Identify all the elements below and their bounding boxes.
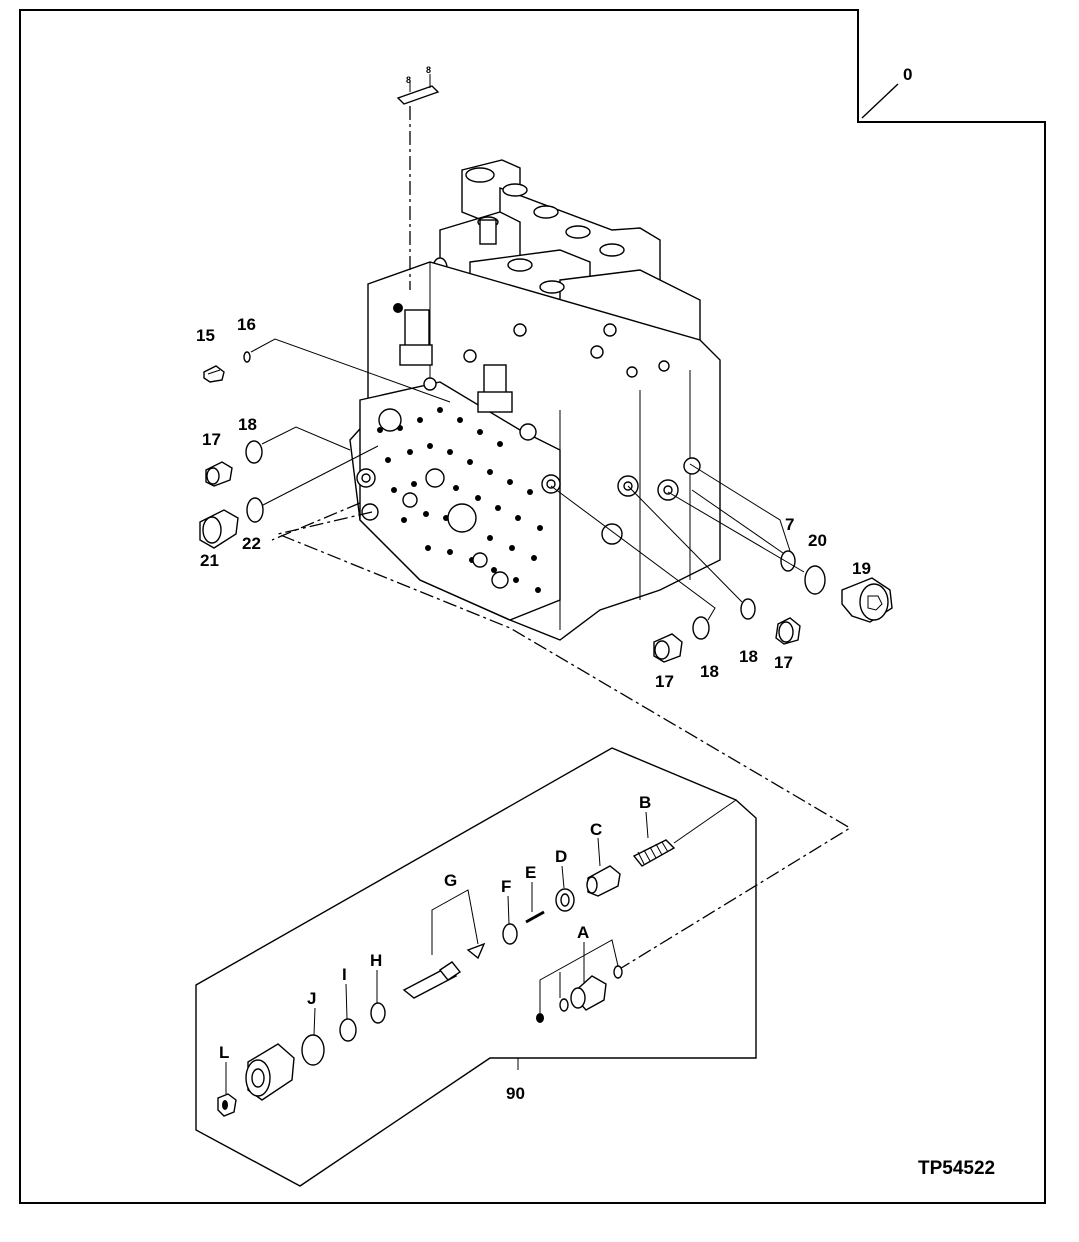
kit-part-E-drawing [525, 910, 545, 924]
kit-part-G-drawing [402, 889, 486, 999]
callout-16: 16 [237, 315, 256, 334]
assembly-callout: 0 [903, 65, 912, 84]
kit-callout-D: D [555, 847, 567, 866]
callout-18: 18 [238, 415, 257, 434]
kit-part-D-drawing [555, 888, 575, 912]
kit-callout-H: H [370, 951, 382, 970]
part-22-oring-drawing [246, 497, 264, 523]
kit-part-B-drawing [632, 799, 737, 867]
callout-17: 17 [655, 672, 674, 691]
part-20-oring-drawing [804, 565, 826, 595]
part-17-plug-drawing-a [205, 461, 233, 487]
part-15-plug-drawing [203, 365, 225, 383]
part-17-plug-drawing-b [653, 633, 683, 663]
diagram-frame [19, 9, 1046, 1204]
part-18-oring-drawing-b [692, 616, 710, 640]
kit-part-J-drawing [301, 1034, 325, 1066]
callout-19: 19 [852, 559, 871, 578]
kit-callout-B: B [639, 793, 651, 812]
kit-leaders [225, 811, 649, 1094]
callout-22: 22 [242, 534, 261, 553]
callout-15: 15 [196, 326, 215, 345]
callout-7: 7 [785, 515, 794, 534]
kit-callout-90: 90 [506, 1084, 525, 1103]
kit-callout-L: L [219, 1043, 229, 1062]
part-7-oring-drawing [780, 550, 796, 572]
kit-callout-G: G [444, 871, 457, 890]
callout-21: 21 [200, 551, 219, 570]
callout-20: 20 [808, 531, 827, 550]
kit-part-F-drawing [502, 923, 518, 945]
tag-callout: 8 [426, 65, 431, 75]
kit-part-A-drawing [536, 939, 623, 1023]
callout-18: 18 [700, 662, 719, 681]
part-17-plug-drawing-c [775, 617, 801, 645]
callout-17: 17 [202, 430, 221, 449]
kit-callout-J: J [307, 989, 316, 1008]
kit-callout-F: F [501, 877, 511, 896]
part-21-plug-drawing [199, 509, 239, 549]
kit-callout-A: A [577, 923, 589, 942]
kit-part-I-drawing [339, 1018, 357, 1042]
kit-part-C-drawing [586, 865, 621, 897]
identification-tag [396, 74, 440, 290]
kit-callout-I: I [342, 965, 347, 984]
part-19-plug-drawing [841, 577, 893, 623]
control-valve-body [349, 159, 721, 641]
kit-callout-C: C [590, 820, 602, 839]
callout-18: 18 [739, 647, 758, 666]
figure-id: TP54522 [918, 1158, 995, 1179]
callout-17: 17 [774, 653, 793, 672]
kit-part-H-drawing [370, 1002, 386, 1024]
kit-callout-E: E [525, 863, 536, 882]
kit-90-outline [195, 747, 757, 1187]
part-18-oring-drawing-a [245, 440, 263, 464]
tag-callout: 8 [406, 75, 411, 85]
part-18-oring-drawing-c [740, 598, 756, 620]
kit-part-L-drawing [217, 1043, 295, 1117]
leader-line [861, 83, 899, 119]
part-16-oring-drawing [243, 351, 251, 363]
